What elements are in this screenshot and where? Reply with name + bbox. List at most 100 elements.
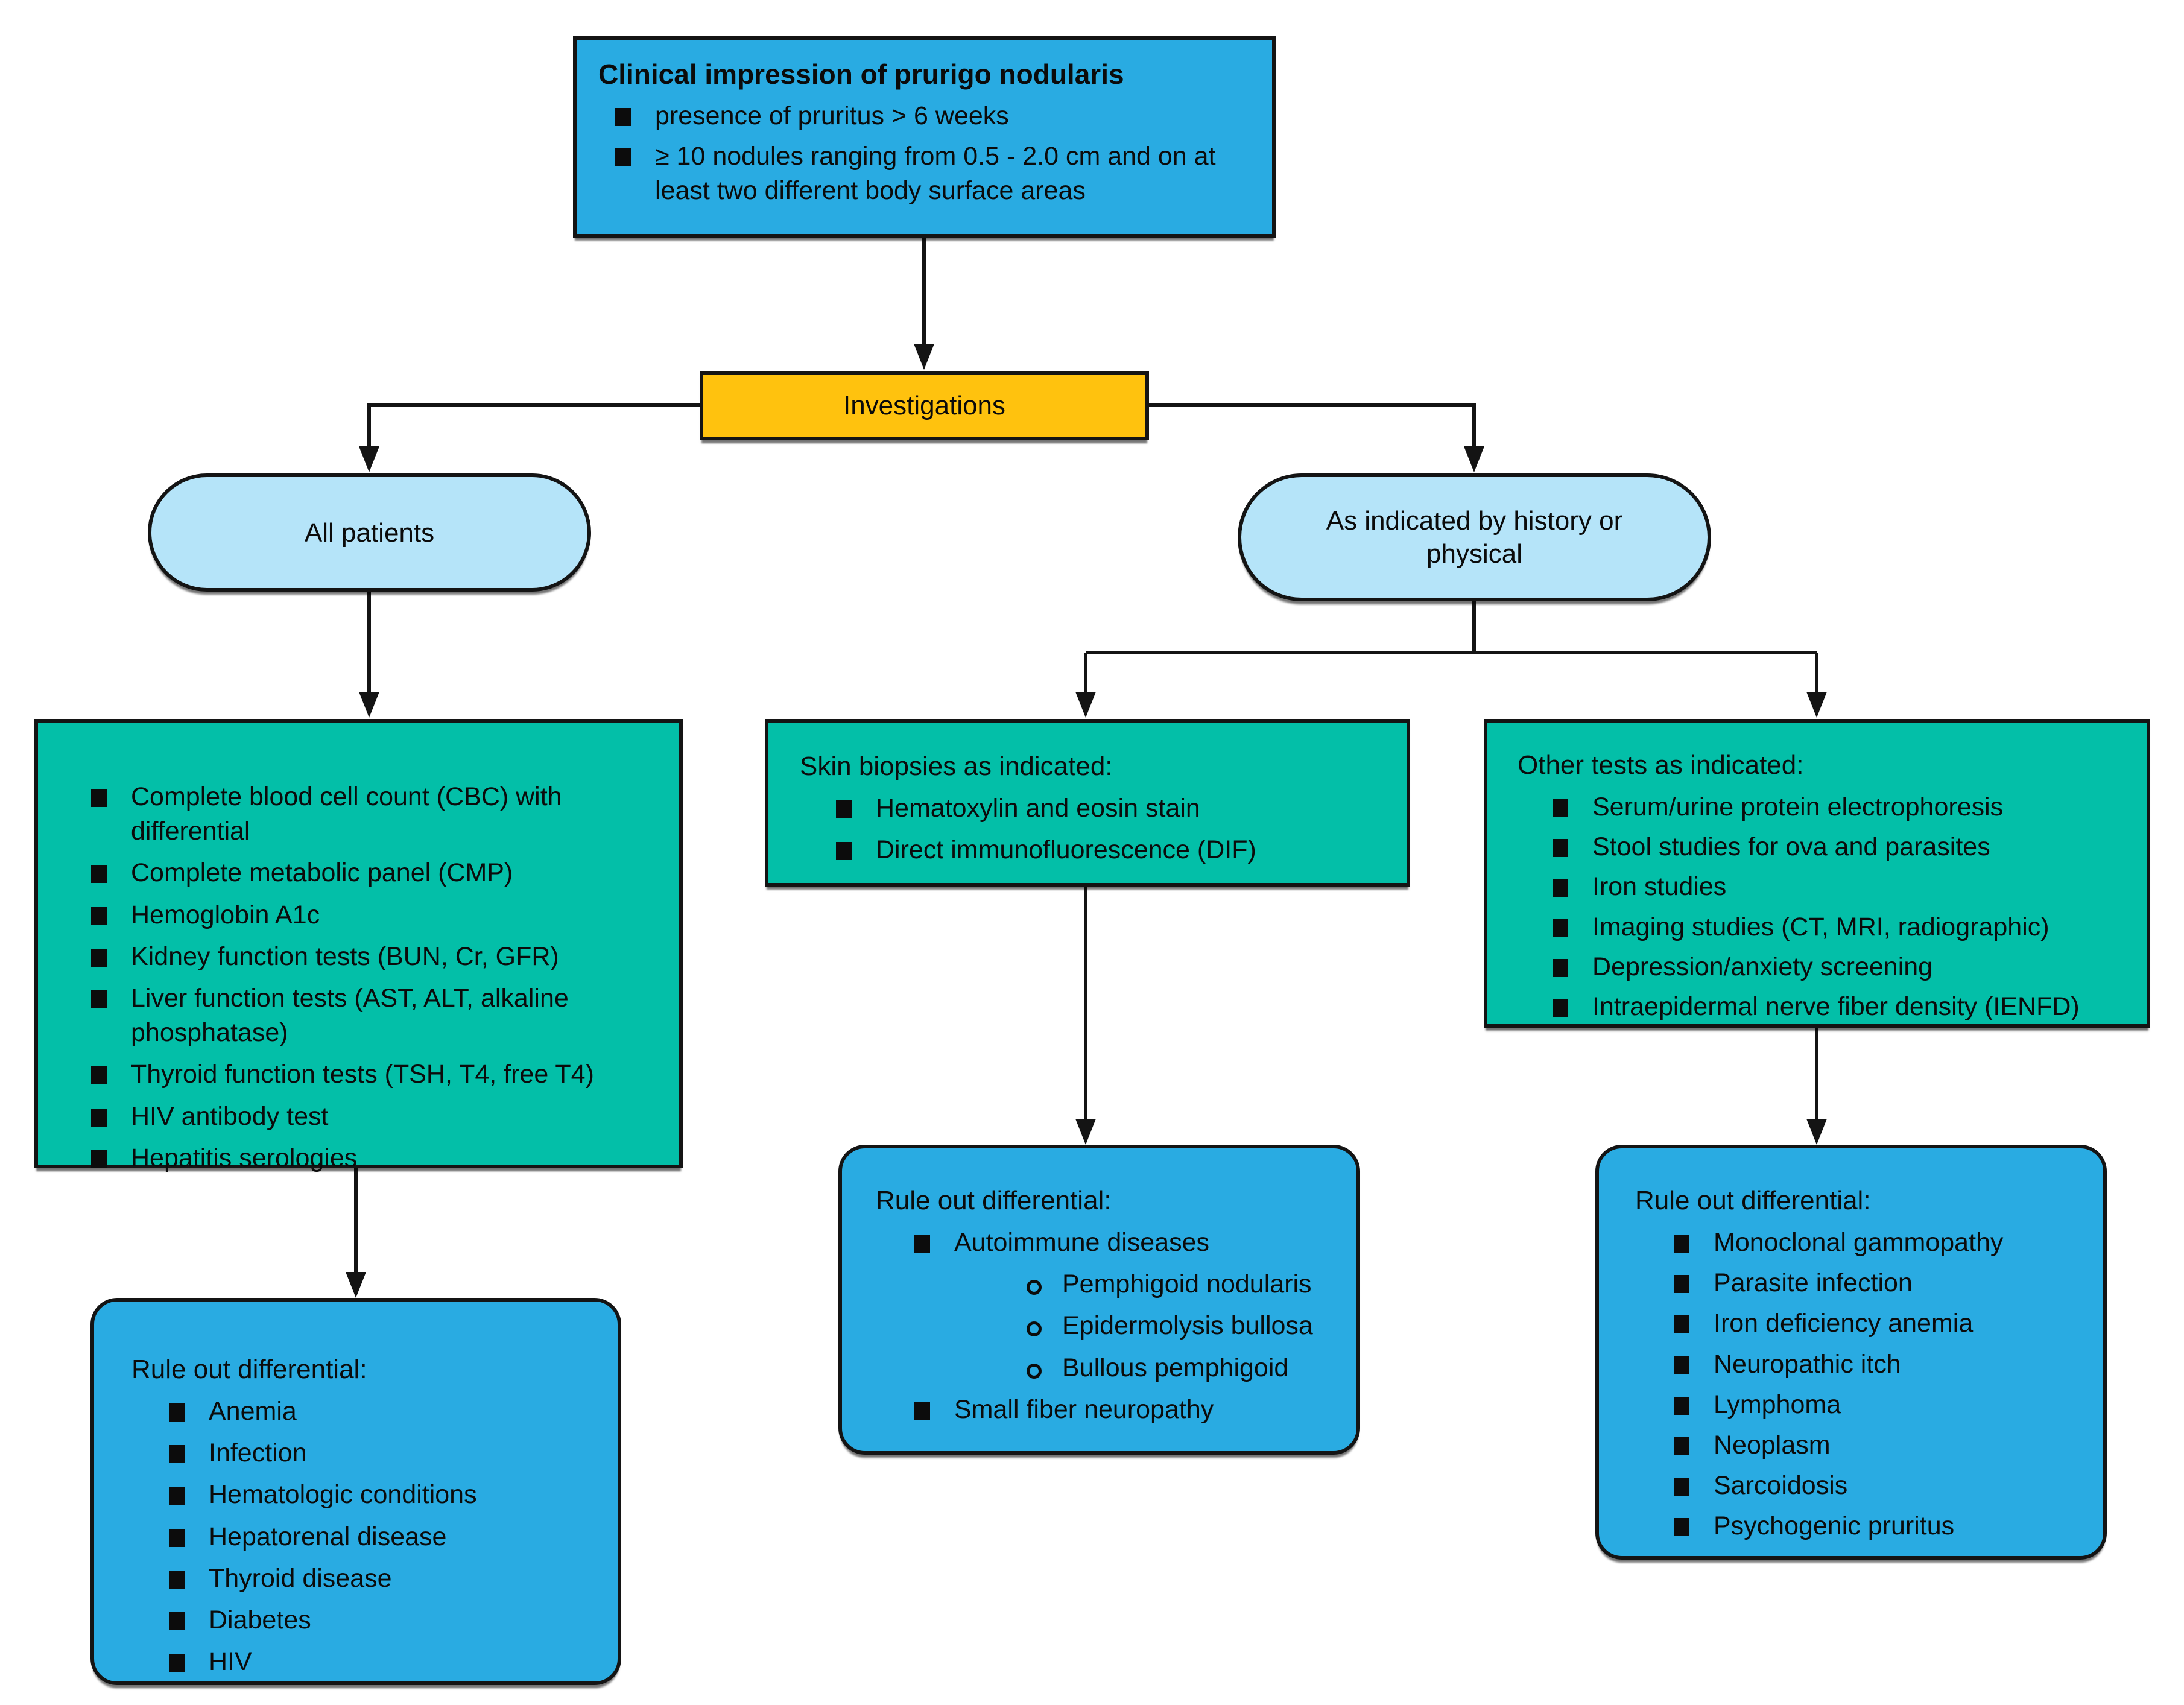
square-bullet-icon — [91, 865, 107, 884]
list-item: Hemoglobin A1c — [91, 898, 656, 932]
square-bullet-icon — [91, 1150, 107, 1168]
clinical-impression-box: Clinical impression of prurigo nodularis… — [573, 36, 1276, 238]
square-bullet-icon — [1674, 1275, 1689, 1294]
square-bullet-icon — [169, 1403, 185, 1422]
list-item: Hematoxylin and eosin stain — [836, 791, 1385, 826]
list-item: Hematologic conditions — [169, 1478, 595, 1512]
list-item: Iron studies — [1553, 870, 2131, 904]
list-item: Parasite infection — [1674, 1266, 2086, 1300]
list-item: Depression/anxiety screening — [1553, 950, 2131, 984]
list-item: Hepatitis serologies — [91, 1141, 656, 1175]
square-bullet-icon — [91, 990, 107, 1008]
criterion-text: presence of pruritus > 6 weeks — [655, 101, 1009, 130]
square-bullet-icon — [836, 842, 852, 861]
square-bullet-icon — [1674, 1437, 1689, 1455]
rule-out-other-header: Rule out differential: — [1635, 1186, 1871, 1215]
list-item: Serum/urine protein electrophoresis — [1553, 790, 2131, 824]
list-item: HIV antibody test — [91, 1099, 656, 1134]
square-bullet-icon — [91, 1066, 107, 1085]
list-item: Lymphoma — [1674, 1388, 2086, 1422]
all-patients-tests-box: Complete blood cell count (CBC) with dif… — [34, 719, 683, 1172]
arrowhead-into-other-tests — [1806, 692, 1827, 718]
list-item: ≥ 10 nodules ranging from 0.5 - 2.0 cm a… — [615, 139, 1250, 208]
connector-investigations-to-all-patients — [367, 403, 701, 446]
rule-out-other-box: Rule out differential: Monoclonal gammop… — [1595, 1145, 2107, 1560]
square-bullet-icon — [615, 108, 631, 126]
list-item: Thyroid disease — [169, 1561, 595, 1596]
square-bullet-icon — [1553, 998, 1568, 1017]
list-item: Neoplasm — [1674, 1428, 2086, 1463]
list-item: Monoclonal gammopathy — [1674, 1226, 2086, 1260]
all-patients-label: All patients — [304, 517, 435, 548]
square-bullet-icon — [169, 1487, 185, 1505]
list-item: Liver function tests (AST, ALT, alkaline… — [91, 981, 656, 1050]
arrowhead-into-rule-out-biopsy — [1075, 1119, 1096, 1145]
history-physical-oval: As indicated by history or physical — [1238, 473, 1711, 601]
list-item: Thyroid function tests (TSH, T4, free T4… — [91, 1057, 656, 1092]
list-item: Neuropathic itch — [1674, 1347, 2086, 1382]
investigations-label: Investigations — [843, 390, 1006, 420]
square-bullet-icon — [91, 1108, 107, 1127]
list-item: Complete blood cell count (CBC) with dif… — [91, 780, 656, 849]
square-bullet-icon — [1553, 839, 1568, 858]
list-item: Psychogenic pruritus — [1674, 1509, 2086, 1543]
investigations-box: Investigations — [700, 371, 1149, 440]
square-bullet-icon — [169, 1570, 185, 1589]
rule-out-biopsy-header: Rule out differential: — [876, 1186, 1112, 1215]
rule-out-all-patients-box: Rule out differential: Anemia Infection … — [90, 1298, 621, 1685]
other-tests-header: Other tests as indicated: — [1518, 750, 1804, 780]
square-bullet-icon — [914, 1401, 930, 1420]
square-bullet-icon — [1674, 1235, 1689, 1253]
circle-bullet-icon — [1027, 1363, 1042, 1379]
sub-list-item: Bullous pemphigoid — [1027, 1351, 1340, 1385]
square-bullet-icon — [1674, 1396, 1689, 1415]
all-patients-oval: All patients — [148, 473, 591, 592]
square-bullet-icon — [1553, 919, 1568, 937]
square-bullet-icon — [91, 789, 107, 807]
arrowhead-into-tests-all — [359, 692, 379, 718]
square-bullet-icon — [169, 1445, 185, 1464]
list-item: Intraepidermal nerve fiber density (IENF… — [1553, 990, 2131, 1024]
square-bullet-icon — [169, 1654, 185, 1672]
rule-out-biopsy-box: Rule out differential: Autoimmune diseas… — [838, 1145, 1360, 1455]
arrowhead-into-history-physical — [1464, 446, 1484, 472]
criterion-text: ≥ 10 nodules ranging from 0.5 - 2.0 cm a… — [655, 142, 1216, 206]
square-bullet-icon — [1553, 799, 1568, 817]
arrowhead-into-all-patients — [359, 446, 379, 472]
square-bullet-icon — [1674, 1478, 1689, 1496]
square-bullet-icon — [1674, 1518, 1689, 1537]
list-item: Small fiber neuropathy — [914, 1393, 1340, 1427]
list-item: Complete metabolic panel (CMP) — [91, 856, 656, 890]
rule-out-all-header: Rule out differential: — [131, 1355, 367, 1384]
skin-biopsies-box: Skin biopsies as indicated: Hematoxylin … — [765, 719, 1410, 887]
circle-bullet-icon — [1027, 1280, 1042, 1295]
arrowhead-into-biopsies — [1075, 692, 1096, 718]
list-item: HIV — [169, 1645, 595, 1679]
square-bullet-icon — [91, 948, 107, 967]
list-item: Infection — [169, 1436, 595, 1470]
list-item: Iron deficiency anemia — [1674, 1306, 2086, 1341]
arrowhead-into-rule-out-all — [346, 1272, 366, 1298]
arrowhead-into-rule-out-other — [1806, 1119, 1827, 1145]
list-item: presence of pruritus > 6 weeks — [615, 99, 1250, 133]
square-bullet-icon — [169, 1528, 185, 1547]
square-bullet-icon — [914, 1235, 930, 1253]
list-item: Sarcoidosis — [1674, 1469, 2086, 1503]
sub-list-item: Epidermolysis bullosa — [1027, 1309, 1340, 1343]
list-item: Direct immunofluorescence (DIF) — [836, 833, 1385, 867]
history-physical-label: As indicated by history or physical — [1326, 506, 1623, 569]
other-tests-box: Other tests as indicated: Serum/urine pr… — [1484, 719, 2150, 1028]
square-bullet-icon — [1674, 1315, 1689, 1334]
square-bullet-icon — [615, 148, 631, 167]
list-item: Anemia — [169, 1394, 595, 1429]
connector-investigations-to-history-physical — [1147, 403, 1476, 446]
list-item: Autoimmune diseases — [914, 1226, 1340, 1260]
skin-biopsies-header: Skin biopsies as indicated: — [800, 751, 1113, 781]
square-bullet-icon — [1553, 879, 1568, 897]
arrowhead-into-investigations — [914, 344, 934, 370]
list-item: Diabetes — [169, 1603, 595, 1637]
clinical-impression-title: Clinical impression of prurigo nodularis — [598, 59, 1124, 90]
square-bullet-icon — [1674, 1356, 1689, 1374]
